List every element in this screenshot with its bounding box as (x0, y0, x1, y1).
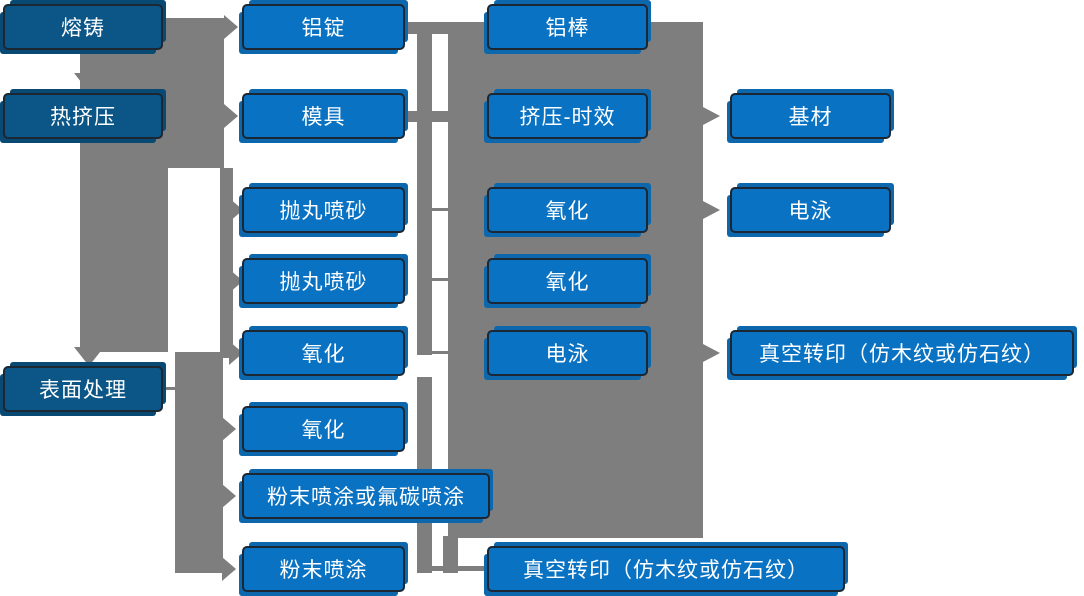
connector-arm-extrusion-to-mold (162, 104, 224, 122)
node-extrusion-aging: 挤压-时效 (487, 93, 648, 139)
node-vacuum-transfer-1: 真空转印（仿木纹或仿石纹） (487, 546, 845, 592)
arrowhead-to-mold (224, 104, 238, 128)
node-oxidation-1: 氧化 (242, 330, 405, 376)
arrowhead-to-electrophoresis-2 (703, 201, 720, 219)
arrowhead-to-vacuum-transfer-2 (703, 344, 720, 362)
node-melt-cast: 熔铸 (3, 4, 163, 50)
connector-band-to-blob-line-2 (430, 278, 448, 281)
node-mold: 模具 (242, 93, 405, 139)
node-powder-or-fluorocarbon: 粉末喷涂或氟碳喷涂 (242, 473, 490, 519)
node-oxidation-2: 氧化 (242, 406, 405, 452)
node-oxidation-3: 氧化 (487, 187, 648, 233)
node-shot-blast-2: 抛丸喷砂 (242, 258, 405, 304)
arrowhead-to-base-material (703, 107, 720, 125)
connector-arm-melt-to-ingot (162, 18, 224, 36)
connector-band-to-blob-line-1 (430, 208, 448, 211)
arrowhead-to-shot-blast-2 (229, 269, 243, 293)
connector-surface-treatment-link (162, 387, 176, 390)
node-shot-blast-1: 抛丸喷砂 (242, 187, 405, 233)
node-hot-extrusion: 热挤压 (3, 93, 163, 139)
node-powder-coating: 粉末喷涂 (242, 546, 405, 592)
node-vacuum-transfer-2: 真空转印（仿木纹或仿石纹） (730, 330, 1074, 376)
arrowhead-to-oxidation-2 (222, 417, 236, 441)
arrowhead-down-to-surface-treatment (74, 347, 104, 366)
node-electrophoresis-1: 电泳 (487, 330, 648, 376)
connector-bottom-transfer-line (430, 566, 487, 571)
arrowhead-to-powder-or-fluorocarbon (222, 484, 236, 508)
node-oxidation-4: 氧化 (487, 258, 648, 304)
connector-col2-feeder-strip-upper (220, 168, 233, 358)
connector-left-trunk-lower (80, 168, 168, 352)
arrowhead-to-shot-blast-1 (229, 198, 243, 222)
node-base-material: 基材 (730, 93, 891, 139)
connector-band-to-blob-line-3 (430, 351, 448, 354)
node-al-ingot: 铝锭 (242, 4, 405, 50)
arrowhead-to-al-ingot (224, 15, 238, 39)
connector-mold-to-band-stub (405, 111, 448, 122)
arrowhead-to-powder-coating (222, 557, 236, 581)
arrowhead-to-oxidation-1 (229, 341, 243, 365)
node-electrophoresis-2: 电泳 (730, 187, 891, 233)
arrowhead-down-to-hot-extrusion (74, 73, 104, 92)
connector-col2-feeder-strip-lower (175, 352, 223, 573)
connector-mid-top-arm (408, 22, 448, 34)
connector-blob-drop-strip (443, 536, 458, 573)
connector-mid-band-upper (417, 22, 432, 355)
node-surface-treatment: 表面处理 (3, 366, 163, 412)
node-al-rod: 铝棒 (487, 4, 648, 50)
